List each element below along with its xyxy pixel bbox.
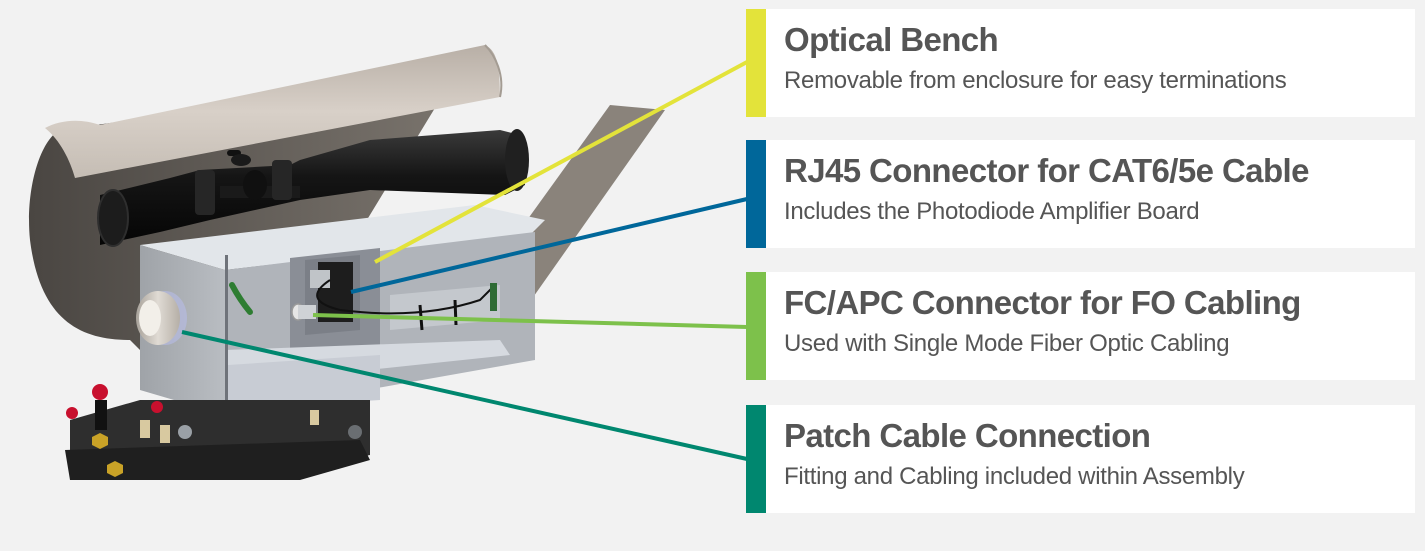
leader-line-rj45 (350, 197, 748, 294)
callout-optical-bench: Optical Bench Removable from enclosure f… (746, 9, 1415, 117)
callout-rj45-connector: RJ45 Connector for CAT6/5e Cable Include… (746, 140, 1415, 248)
callout-title: FC/APC Connector for FO Cabling (784, 284, 1301, 321)
callout-title: Optical Bench (784, 21, 999, 58)
callout-description: Used with Single Mode Fiber Optic Cablin… (784, 330, 1230, 357)
leader-line-optical-bench (374, 60, 748, 264)
callout-color-bar (746, 405, 766, 513)
callout-color-bar (746, 140, 766, 248)
callout-description: Includes the Photodiode Amplifier Board (784, 198, 1200, 225)
leader-lines (181, 60, 748, 461)
patch-cable-fitting (136, 291, 187, 345)
mounting-base (65, 384, 370, 480)
callout-color-bar (746, 272, 766, 380)
callout-title: RJ45 Connector for CAT6/5e Cable (784, 152, 1309, 189)
fc-apc-connector (291, 303, 316, 321)
callout-title: Patch Cable Connection (784, 417, 1151, 454)
callout-fc-apc-connector: FC/APC Connector for FO Cabling Used wit… (746, 272, 1415, 380)
rifle-scope (97, 129, 529, 247)
callout-patch-cable-connection: Patch Cable Connection Fitting and Cabli… (746, 405, 1415, 513)
rj45-connector (310, 262, 497, 331)
callout-description: Removable from enclosure for easy termin… (784, 67, 1287, 94)
callout-description: Fitting and Cabling included within Asse… (784, 463, 1245, 490)
leader-line-fc-apc (312, 313, 748, 329)
leader-line-patch-cable (181, 330, 748, 461)
callout-color-bar (746, 9, 766, 117)
